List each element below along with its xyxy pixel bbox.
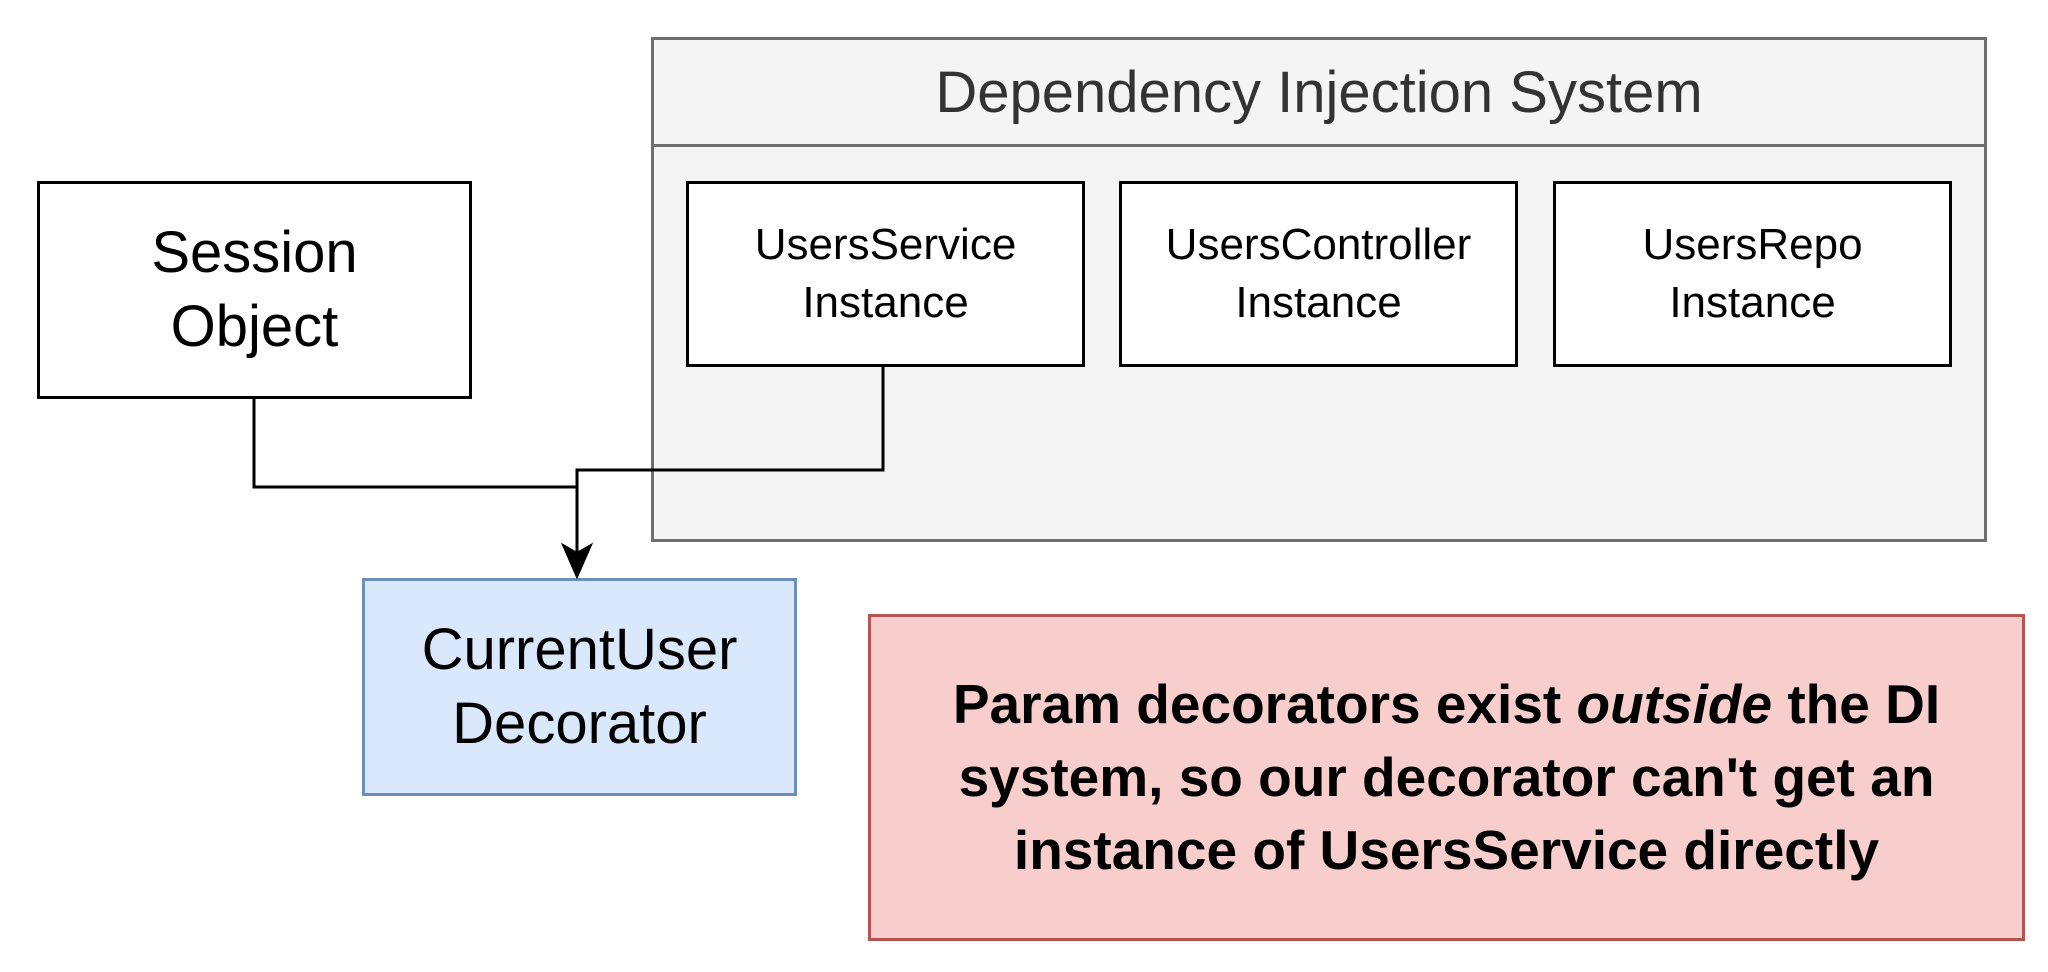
users-repo-instance-node: UsersRepo Instance xyxy=(1553,181,1952,367)
di-system-title: Dependency Injection System xyxy=(654,40,1984,147)
session-object-label-line1: Session xyxy=(151,220,358,285)
note-line1-end: the DI xyxy=(1772,673,1941,735)
users-repo-label-line1: UsersRepo xyxy=(1642,220,1863,269)
users-controller-instance-node: UsersController Instance xyxy=(1119,181,1518,367)
note-emphasis: outside xyxy=(1576,673,1773,735)
users-service-label-line1: UsersService xyxy=(754,220,1017,269)
note-callout: Param decorators exist outside the DI sy… xyxy=(868,614,2025,941)
session-object-label-line2: Object xyxy=(170,294,339,359)
note-line1: Param decorators exist outside the DI xyxy=(953,668,1940,741)
session-object-node: Session Object xyxy=(37,181,472,399)
users-service-label-line2: Instance xyxy=(802,278,969,327)
current-user-decorator-node: CurrentUser Decorator xyxy=(362,578,797,796)
users-repo-label-line2: Instance xyxy=(1669,278,1836,327)
users-controller-label-line2: Instance xyxy=(1235,278,1402,327)
note-line2: system, so our decorator can't get an xyxy=(958,746,1935,808)
note-line1-start: Param decorators exist xyxy=(952,673,1577,735)
note-line3: instance of UsersService directly xyxy=(1013,819,1880,881)
session-to-decorator-connector xyxy=(252,399,579,566)
arrowhead-icon xyxy=(560,542,594,580)
users-controller-label-line1: UsersController xyxy=(1165,220,1472,269)
current-user-label-line1: CurrentUser xyxy=(421,617,738,682)
users-service-instance-node: UsersService Instance xyxy=(686,181,1085,367)
users-service-to-decorator-connector xyxy=(575,367,885,566)
current-user-label-line2: Decorator xyxy=(452,691,707,756)
